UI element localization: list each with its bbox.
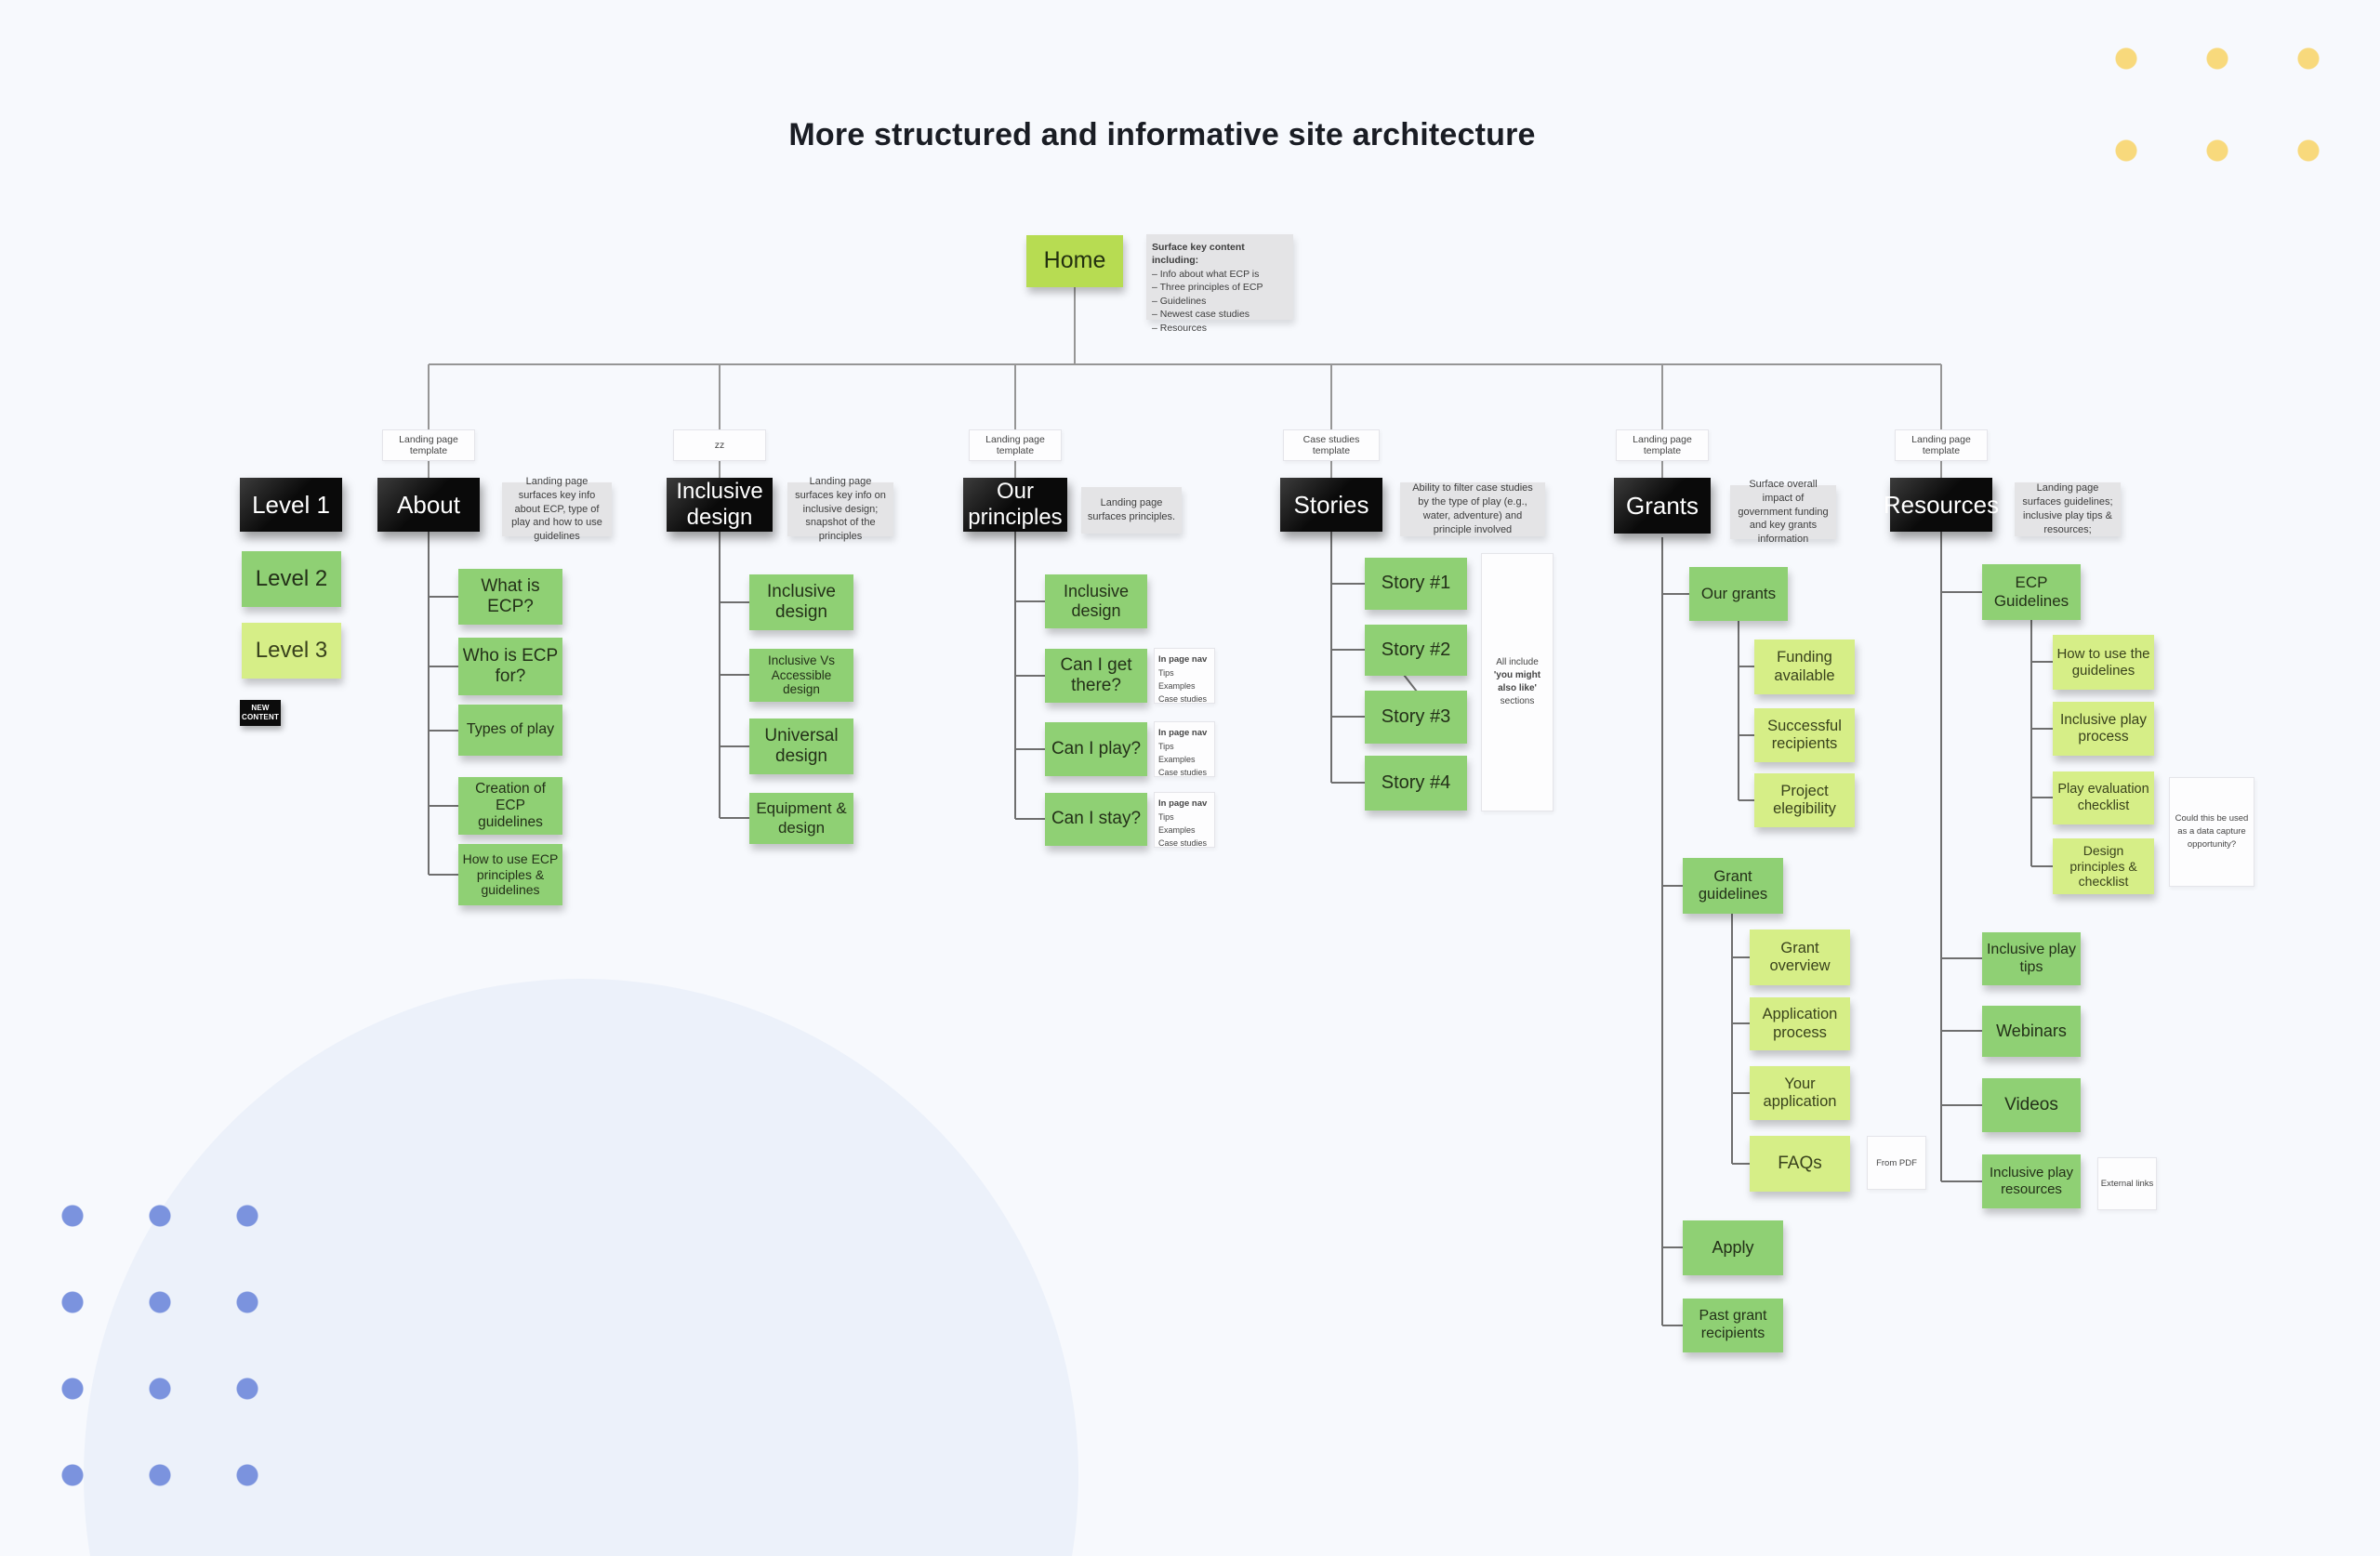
nav-note-item: Tips: [1158, 811, 1174, 822]
sticky-how-to-use-the-guidelines[interactable]: How to use the guidelines: [2053, 635, 2154, 690]
label-grants-template[interactable]: Landing page template: [1616, 429, 1709, 461]
nav-note-item: Tips: [1158, 667, 1174, 678]
sticky-inclusive-play-resources[interactable]: Inclusive play resources: [1982, 1154, 2081, 1208]
nav-note-title: In page nav: [1158, 798, 1208, 809]
sticky-creation-of-ecp-guidelines[interactable]: Creation of ECP guidelines: [458, 777, 562, 835]
sticky-can-i-play[interactable]: Can I play?: [1045, 722, 1147, 776]
sticky-can-i-get-there[interactable]: Can I get there?: [1045, 649, 1147, 703]
nav-note-title: In page nav: [1158, 654, 1208, 665]
note-home-line: – Info about what ECP is: [1152, 268, 1260, 280]
sticky-who-is-ecp-for[interactable]: Who is ECP for?: [458, 638, 562, 695]
node-about[interactable]: About: [377, 478, 480, 532]
connector-branches: [428, 532, 2053, 1326]
nav-note-item: Tips: [1158, 741, 1174, 751]
node-inclusive-design[interactable]: Inclusive design: [667, 478, 773, 532]
legend-level-3[interactable]: Level 3: [242, 623, 341, 679]
note-our-principles[interactable]: Landing page surfaces principles.: [1081, 487, 1182, 534]
sticky-funding-available[interactable]: Funding available: [1754, 640, 1855, 694]
sticky-application-process[interactable]: Application process: [1750, 997, 1850, 1050]
label-about-template[interactable]: Landing page template: [382, 429, 475, 461]
note-home-content[interactable]: Surface key content including: – Info ab…: [1146, 234, 1293, 334]
sticky-webinars[interactable]: Webinars: [1982, 1006, 2081, 1057]
note-grants[interactable]: Surface overall impact of government fun…: [1730, 479, 1836, 545]
node-stories[interactable]: Stories: [1280, 478, 1382, 532]
sticky-equipment-design[interactable]: Equipment & design: [749, 793, 853, 844]
note-external-links[interactable]: External links: [2097, 1157, 2157, 1210]
node-home[interactable]: Home: [1026, 235, 1123, 287]
nav-note-item: Examples: [1158, 680, 1196, 691]
sticky-principles-inclusive-design[interactable]: Inclusive design: [1045, 574, 1147, 628]
nav-note-item: Examples: [1158, 824, 1196, 835]
sticky-ecp-guidelines[interactable]: ECP Guidelines: [1982, 564, 2081, 620]
sticky-play-evaluation-checklist[interactable]: Play evaluation checklist: [2053, 771, 2154, 824]
sticky-universal-design[interactable]: Universal design: [749, 719, 853, 774]
yellow-dot-grid: [2081, 12, 2354, 196]
sticky-what-is-ecp[interactable]: What is ECP?: [458, 569, 562, 625]
note-home-line: – Three principles of ECP: [1152, 282, 1263, 294]
nav-note-item: Case studies: [1158, 693, 1208, 704]
sticky-inclusive-vs-accessible[interactable]: Inclusive Vs Accessible design: [749, 649, 853, 702]
note-home-title: Surface key content including:: [1152, 242, 1245, 267]
label-stories-template[interactable]: Case studies template: [1283, 429, 1380, 461]
note-home-line: – Resources: [1152, 322, 1207, 334]
sticky-project-elegibility[interactable]: Project elegibility: [1754, 773, 1855, 827]
note-in-page-nav-3[interactable]: In page nav Tips Examples Case studies: [1154, 792, 1215, 848]
note-home-line: – Newest case studies: [1152, 309, 1250, 321]
note-inclusive-design[interactable]: Landing page surfaces key info on inclus…: [787, 476, 893, 542]
node-resources[interactable]: Resources: [1884, 478, 1999, 532]
note-data-capture[interactable]: Could this be used as a data capture opp…: [2169, 777, 2254, 887]
note-in-page-nav-1[interactable]: In page nav Tips Examples Case studies: [1154, 648, 1215, 704]
nav-note-title: In page nav: [1158, 728, 1208, 738]
sticky-faqs[interactable]: FAQs: [1750, 1136, 1850, 1192]
sticky-inclusive-play-process[interactable]: Inclusive play process: [2053, 702, 2154, 756]
note-home-line: – Guidelines: [1152, 295, 1207, 307]
note-about[interactable]: Landing page surfaces key info about ECP…: [502, 476, 612, 542]
node-grants[interactable]: Grants: [1614, 478, 1711, 534]
sticky-videos[interactable]: Videos: [1982, 1078, 2081, 1132]
node-our-principles[interactable]: Our principles: [963, 478, 1067, 532]
sticky-apply[interactable]: Apply: [1683, 1220, 1783, 1275]
legend-level-1[interactable]: Level 1: [240, 478, 342, 532]
sticky-successful-recipients[interactable]: Successful recipients: [1754, 708, 1855, 762]
sticky-inclusive-play-tips[interactable]: Inclusive play tips: [1982, 932, 2081, 985]
blue-dot-grid: [29, 1173, 291, 1519]
note-you-might-also-like[interactable]: All include 'you might also like' sectio…: [1481, 553, 1554, 811]
nav-note-item: Case studies: [1158, 767, 1208, 777]
note-from-pdf[interactable]: From PDF: [1867, 1136, 1926, 1190]
legend-level-2[interactable]: Level 2: [242, 551, 341, 607]
label-inclusive-template[interactable]: zz: [673, 429, 766, 461]
sticky-inclusive-design[interactable]: Inclusive design: [749, 574, 853, 630]
sticky-grant-guidelines[interactable]: Grant guidelines: [1683, 858, 1783, 914]
nav-note-item: Examples: [1158, 754, 1196, 764]
label-resources-template[interactable]: Landing page template: [1895, 429, 1988, 461]
note-text: All include 'you might also like' sectio…: [1493, 657, 1541, 706]
sticky-story-2[interactable]: Story #2: [1365, 625, 1467, 676]
note-resources[interactable]: Landing page surfaces guidelines; inclus…: [2015, 482, 2121, 536]
note-in-page-nav-2[interactable]: In page nav Tips Examples Case studies: [1154, 721, 1215, 777]
label-principles-template[interactable]: Landing page template: [969, 429, 1062, 461]
sticky-your-application[interactable]: Your application: [1750, 1066, 1850, 1120]
sticky-types-of-play[interactable]: Types of play: [458, 705, 562, 756]
sticky-design-principles-checklist[interactable]: Design principles & checklist: [2053, 838, 2154, 894]
sticky-story-1[interactable]: Story #1: [1365, 558, 1467, 610]
nav-note-item: Case studies: [1158, 837, 1208, 848]
sticky-our-grants[interactable]: Our grants: [1689, 567, 1788, 621]
sticky-story-3[interactable]: Story #3: [1365, 691, 1467, 744]
sticky-grant-overview[interactable]: Grant overview: [1750, 930, 1850, 985]
sticky-can-i-stay[interactable]: Can I stay?: [1045, 793, 1147, 846]
sticky-past-grant-recipients[interactable]: Past grant recipients: [1683, 1299, 1783, 1352]
page-title[interactable]: More structured and informative site arc…: [788, 117, 1536, 152]
note-stories[interactable]: Ability to filter case studies by the ty…: [1400, 482, 1545, 536]
connector-trunk: [428, 287, 1942, 478]
legend-new-content-badge[interactable]: NEW CONTENT: [240, 700, 281, 726]
sticky-story-4[interactable]: Story #4: [1365, 756, 1467, 811]
sticky-how-to-use-ecp-principles[interactable]: How to use ECP principles & guidelines: [458, 844, 562, 905]
